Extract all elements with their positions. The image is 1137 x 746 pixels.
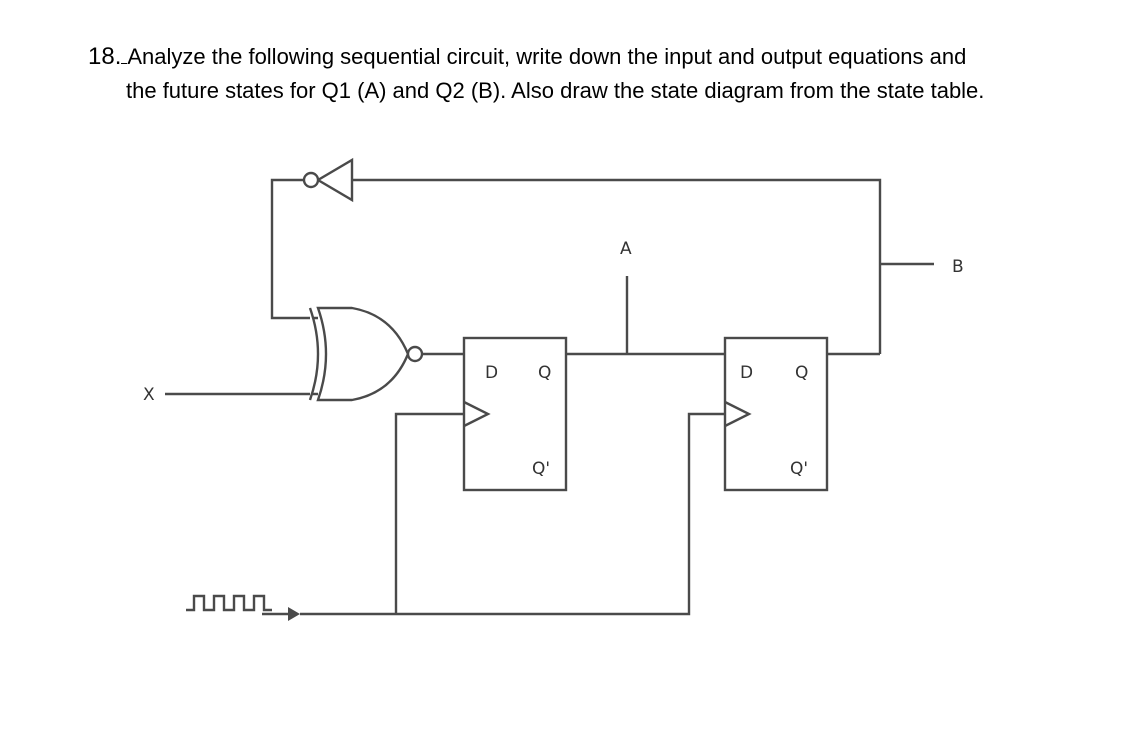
xnor-gate: [308, 306, 424, 402]
question-line-2: the future states for Q1 (A) and Q2 (B).…: [126, 78, 985, 103]
ff2-qbar-label: Q': [790, 459, 808, 479]
output-b-label: B: [952, 257, 964, 277]
question-line-1-text: Analyze the following sequential circuit…: [127, 44, 967, 69]
ff1-q-label: Q: [538, 363, 551, 383]
ff1-d-label: D: [485, 363, 498, 383]
input-x-label: X: [143, 385, 155, 405]
inverter-gate: [302, 157, 354, 203]
underscore-mark: [121, 45, 128, 64]
question-line-1: 18.Analyze the following sequential circ…: [88, 40, 1118, 74]
clock-bus-wire: [300, 412, 725, 616]
clock-ff1-wire: [394, 412, 464, 614]
ff2-d-label: D: [740, 363, 753, 383]
clock-pulse-icon: [186, 594, 300, 621]
question-text: 18.Analyze the following sequential circ…: [88, 40, 1118, 108]
inverter-output-wire: [270, 178, 318, 320]
ff2-q-label: Q: [795, 363, 808, 383]
flip-flop-2: D Q Q': [723, 336, 829, 492]
flip-flop-1: D Q Q': [462, 336, 568, 492]
feedback-wire: [352, 178, 882, 354]
question-number: 18.: [88, 43, 122, 70]
ff1-qbar-label: Q': [532, 459, 550, 479]
output-a-label: A: [620, 239, 632, 259]
